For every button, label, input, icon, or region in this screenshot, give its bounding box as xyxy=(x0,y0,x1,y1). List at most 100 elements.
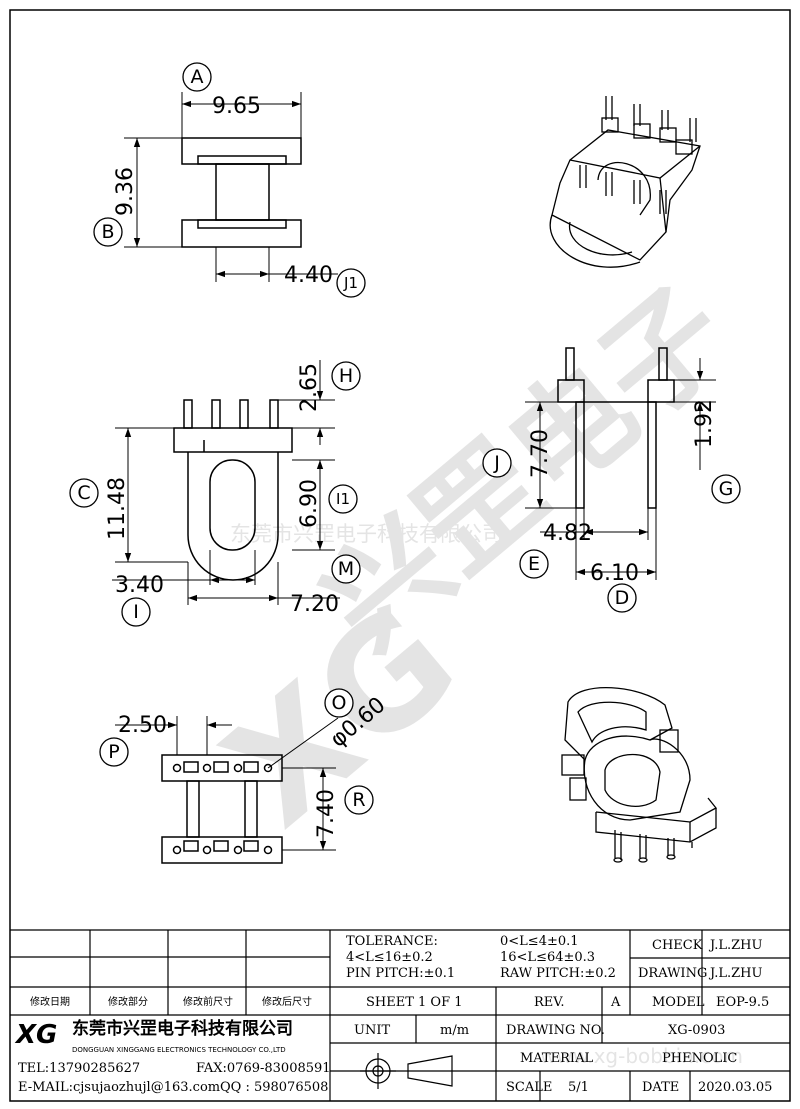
callout-o xyxy=(324,688,354,718)
callout-j1 xyxy=(336,268,366,298)
callout-j xyxy=(482,448,512,478)
dim-i-value: 3.40 xyxy=(115,573,164,598)
company-fax: FAX:0769-83008591 xyxy=(196,1061,331,1076)
company-name-en: DONGGUAN XINGGANG ELECTRONICS TECHNOLOGY… xyxy=(72,1046,286,1054)
revision-header-after: 修改后尺寸 xyxy=(262,995,312,1008)
callout-c xyxy=(69,478,99,508)
callout-m xyxy=(331,554,361,584)
svg-text:P: P xyxy=(108,741,119,763)
svg-text:J: J xyxy=(493,452,500,474)
callouts xyxy=(69,62,741,815)
callout-b xyxy=(93,217,123,247)
watermark: XG 兴罡电子 东莞市兴罡电子科技有限公司 www.xg-bobbin.com xyxy=(194,262,756,1068)
revision-header-date: 修改日期 xyxy=(30,995,70,1008)
dim-b-value: 9.36 xyxy=(113,167,138,216)
svg-text:O: O xyxy=(332,692,347,714)
scale-value: 5/1 xyxy=(568,1080,589,1095)
svg-text:R: R xyxy=(352,789,365,811)
callout-h xyxy=(331,361,361,391)
dim-g-value: 1.92 xyxy=(692,399,717,448)
company-qq: QQ : 598076508 xyxy=(220,1080,328,1095)
tolerance-range-2: 4<L≤16±0.2 xyxy=(346,950,433,965)
callout-p xyxy=(99,737,129,767)
projection-symbol-icon xyxy=(360,1053,453,1089)
tolerance-range-3: 16<L≤64±0.3 xyxy=(500,950,595,965)
tolerance-label: TOLERANCE: xyxy=(346,934,438,949)
side-dimensions xyxy=(525,358,716,580)
unit-label: UNIT xyxy=(354,1023,390,1038)
drawing-label: DRAWING xyxy=(638,966,707,981)
model-label: MODEL xyxy=(652,995,705,1010)
dim-j1-value: 4.40 xyxy=(284,263,333,288)
raw-pitch: RAW PITCH:±0.2 xyxy=(500,966,616,981)
callout-g xyxy=(711,474,741,504)
date-value: 2020.03.05 xyxy=(698,1080,772,1095)
sheet-count: SHEET 1 OF 1 xyxy=(366,995,463,1010)
watermark-company-big: 兴罡电子 xyxy=(298,262,755,677)
rev-value: A xyxy=(610,995,621,1010)
iso-view-bottom xyxy=(561,686,717,863)
dim-i1-value: 6.90 xyxy=(297,479,322,528)
date-label: DATE xyxy=(642,1080,679,1095)
callout-e xyxy=(519,549,549,579)
dim-p-value: 2.50 xyxy=(118,713,167,738)
watermark-center-text: 东莞市兴罡电子科技有限公司 xyxy=(230,522,503,546)
revision-header-part: 修改部分 xyxy=(108,995,148,1008)
model-value: EOP-9.5 xyxy=(716,995,769,1010)
top-side-dimensions xyxy=(124,92,338,282)
svg-text:H: H xyxy=(339,365,353,387)
dim-h-value: 2.65 xyxy=(297,363,322,412)
svg-text:B: B xyxy=(101,221,114,243)
sheet-border xyxy=(9,9,791,1102)
svg-text:I: I xyxy=(133,601,139,623)
top-side-view xyxy=(181,137,302,248)
callout-i1 xyxy=(328,484,358,514)
callout-i xyxy=(121,597,151,627)
drawing-no-value: XG-0903 xyxy=(668,1023,725,1038)
company-name-cn: 东莞市兴罡电子科技有限公司 xyxy=(72,1018,293,1039)
drawing-no-label: DRAWING NO. xyxy=(506,1023,605,1038)
svg-text:M: M xyxy=(338,558,354,580)
svg-text:I1: I1 xyxy=(336,490,350,508)
material-value: PHENOLIC xyxy=(662,1051,737,1066)
company-tel: TEL:13790285627 xyxy=(18,1061,140,1076)
company-logo: XG xyxy=(14,1020,57,1050)
bottom-dimensions xyxy=(115,716,339,851)
dim-c-value: 11.48 xyxy=(105,477,130,540)
svg-text:XG: XG xyxy=(14,1020,57,1050)
title-block-grid xyxy=(10,929,790,1101)
check-label: CHECK xyxy=(652,938,703,953)
svg-text:G: G xyxy=(719,478,734,500)
svg-text:D: D xyxy=(615,587,630,609)
company-email: E-MAIL:cjsujaozhujl@163.com xyxy=(18,1080,220,1095)
revision-header-before: 修改前尺寸 xyxy=(183,995,233,1008)
front-view xyxy=(173,399,293,581)
svg-text:A: A xyxy=(191,66,204,88)
side-view xyxy=(557,347,675,509)
material-label: MATERIAL xyxy=(520,1051,593,1066)
callout-a xyxy=(182,62,212,92)
dim-d-value: 6.10 xyxy=(590,561,639,586)
dim-m-value: 7.20 xyxy=(290,592,339,617)
drawing-value: J.L.ZHU xyxy=(708,966,762,981)
svg-text:C: C xyxy=(77,482,90,504)
unit-value: m/m xyxy=(440,1023,469,1038)
dim-e-value: 4.82 xyxy=(543,521,592,546)
scale-label: SCALE xyxy=(506,1080,552,1095)
bottom-view xyxy=(161,754,283,864)
check-value: J.L.ZHU xyxy=(708,938,762,953)
tolerance-range-1: 0<L≤4±0.1 xyxy=(500,934,579,949)
callout-r xyxy=(344,785,374,815)
dim-j-value: 7.70 xyxy=(528,429,553,478)
svg-text:J1: J1 xyxy=(343,274,358,292)
rev-label: REV. xyxy=(534,995,565,1010)
watermark-url: www.xg-bobbin.com xyxy=(540,1044,743,1068)
dim-r-value: 7.40 xyxy=(314,789,339,838)
dim-a-value: 9.65 xyxy=(212,94,261,119)
iso-view-top xyxy=(549,96,701,268)
callout-labels: A B J1 H C I1 M I J G E D O P R xyxy=(77,66,733,811)
front-dimensions xyxy=(112,360,340,605)
callout-d xyxy=(607,583,637,613)
svg-text:E: E xyxy=(528,553,540,575)
